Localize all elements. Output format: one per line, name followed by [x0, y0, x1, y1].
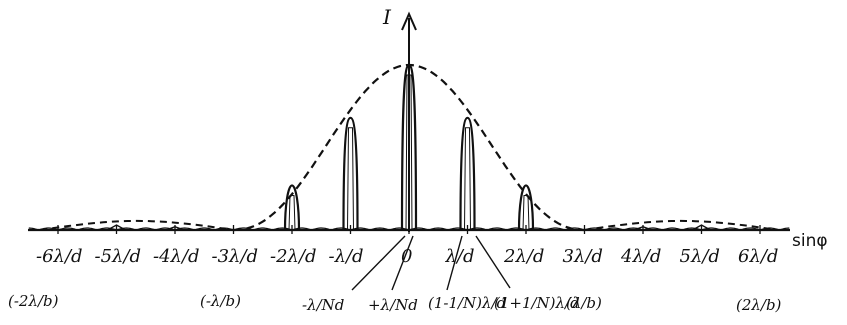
tick-label: 5λ/d — [680, 246, 720, 267]
principal-maximum — [517, 184, 535, 231]
y-axis-arrow — [401, 11, 417, 31]
principal-maximum-inner — [288, 194, 296, 231]
principal-maximum-inner — [405, 74, 413, 231]
lower-label: (-2λ/b) — [8, 292, 59, 310]
lower-label: (λ/b) — [566, 294, 602, 312]
tick-label: 6λ/d — [738, 246, 778, 267]
principal-maximum — [283, 184, 301, 231]
lower-label: (2λ/b) — [736, 296, 782, 314]
tick-label: 2λ/d — [503, 246, 544, 267]
principal-maximum-inner — [347, 127, 354, 231]
lower-label: +λ/Nd — [368, 296, 418, 314]
principal-maximum — [459, 116, 476, 231]
principal-maxima — [283, 63, 535, 231]
envelope-left-lobe — [40, 219, 234, 231]
tick-label: 3λ/d — [563, 246, 603, 267]
lower-label: (1-1/N)λ/d — [428, 294, 506, 312]
tick-label: -λ/d — [329, 246, 364, 267]
lower-label: (-λ/b) — [200, 292, 241, 310]
principal-maximum — [400, 63, 418, 231]
lower-label: (1+1/N)λ/d — [494, 294, 580, 312]
principal-maximum-inner — [522, 194, 530, 231]
tick-label: λ/d — [445, 246, 475, 267]
tick-label: -2λ/d — [270, 246, 317, 267]
envelope-right-lobe — [584, 219, 778, 231]
tick-label: -3λ/d — [212, 246, 259, 267]
y-axis-label: I — [382, 5, 392, 29]
lower-label: -λ/Nd — [302, 296, 344, 314]
x-axis-label: sinφ — [792, 231, 828, 251]
principal-maximum-inner — [464, 127, 471, 231]
tick-label: -6λ/d — [36, 246, 83, 267]
tick-label: -5λ/d — [95, 246, 142, 267]
tick-label: 0 — [401, 246, 412, 267]
principal-maximum — [342, 116, 359, 231]
leader-lines — [351, 235, 511, 291]
lower-labels: (-2λ/b) (-λ/b) -λ/Nd +λ/Nd (1-1/N)λ/d(1+1/N)… — [8, 292, 782, 314]
tick-label: 4λ/d — [620, 246, 661, 267]
tick-label: -4λ/d — [153, 246, 200, 267]
tick-labels: -6λ/d -5λ/d -4λ/d -3λ/d -2λ/d -λ/d 0 λ/d 2λ/d 3λ/… — [36, 225, 778, 267]
